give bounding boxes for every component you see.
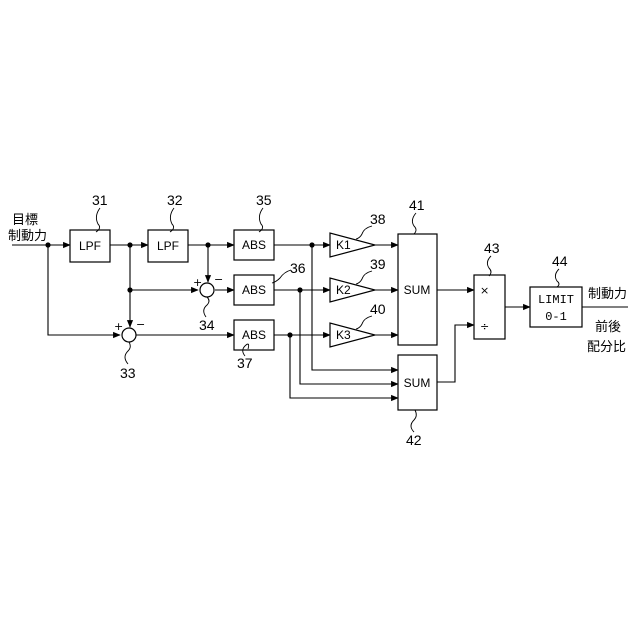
abs-2-label: ABS	[242, 283, 266, 297]
ref-33: 33	[120, 365, 136, 381]
svg-text:目標: 目標	[12, 213, 38, 228]
svg-text:制動力: 制動力	[588, 287, 627, 302]
ref-41: 41	[409, 197, 425, 213]
ref-39: 39	[370, 256, 386, 272]
subtractor-34-minus: −	[214, 273, 223, 286]
input-label: 目標 制動力	[8, 213, 47, 244]
lpf-2-label: LPF	[157, 239, 179, 253]
gain-k2-label: K2	[336, 283, 351, 297]
ref-35: 35	[256, 192, 272, 208]
subtractor-33-minus: −	[136, 318, 145, 331]
limit-range-label: 0-1	[545, 310, 567, 324]
svg-text:配分比: 配分比	[587, 340, 626, 355]
multiply-sign: ×	[480, 284, 489, 297]
sum-block-2: SUM	[398, 355, 437, 410]
divide-sign: ÷	[480, 320, 489, 333]
abs-block-3: ABS	[234, 320, 274, 350]
gain-k3-label: K3	[336, 328, 351, 342]
limit-block: LIMIT 0-1	[530, 287, 582, 327]
ref-31: 31	[92, 192, 108, 208]
lpf-block-1: LPF	[70, 230, 110, 262]
lpf-1-label: LPF	[79, 239, 101, 253]
output-label: 制動力 前後 配分比	[587, 287, 627, 355]
abs-block-1: ABS	[234, 230, 274, 260]
gain-k3: K3	[330, 323, 375, 347]
ref-42: 42	[406, 432, 422, 448]
svg-text:前後: 前後	[595, 319, 621, 335]
ref-44: 44	[552, 253, 568, 269]
ref-32: 32	[167, 192, 183, 208]
gain-k1-label: K1	[336, 238, 351, 252]
limit-label: LIMIT	[538, 293, 574, 307]
sum-1-label: SUM	[404, 283, 431, 297]
abs-block-2: ABS	[234, 275, 274, 305]
ref-40: 40	[370, 301, 386, 317]
subtractor-34-plus: +	[193, 276, 202, 289]
abs-1-label: ABS	[242, 238, 266, 252]
ref-36: 36	[290, 260, 306, 276]
subtractor-33-plus: +	[114, 320, 123, 333]
lpf-block-2: LPF	[148, 230, 188, 262]
svg-text:制動力: 制動力	[8, 229, 47, 244]
ref-43: 43	[484, 240, 500, 256]
ref-38: 38	[370, 211, 386, 227]
abs-3-label: ABS	[242, 328, 266, 342]
ref-34: 34	[199, 317, 215, 333]
gain-k2: K2	[330, 278, 375, 302]
sum-block-1: SUM	[398, 234, 437, 345]
sum-2-label: SUM	[404, 376, 431, 390]
gain-k1: K1	[330, 233, 375, 257]
ref-37: 37	[237, 355, 253, 371]
multiply-divide-block: × ÷	[474, 275, 505, 339]
